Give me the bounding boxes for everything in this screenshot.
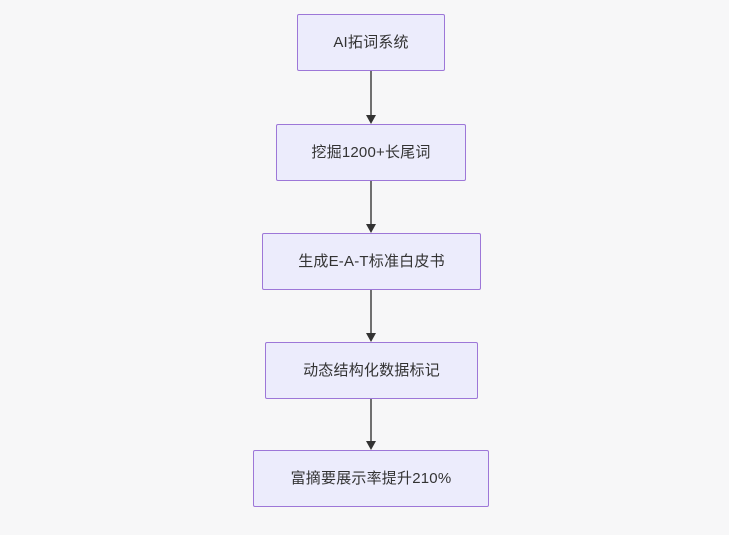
edge-node4-to-node5: [366, 398, 376, 450]
flow-node-generate-eat-whitepaper[interactable]: 生成E-A-T标准白皮书: [262, 233, 481, 290]
edge-node1-to-node2: [366, 71, 376, 124]
flow-node-mine-longtail-keywords[interactable]: 挖掘1200+长尾词: [276, 124, 466, 181]
edge-node2-to-node3: [366, 181, 376, 233]
flow-node-label: 动态结构化数据标记: [303, 361, 440, 379]
flow-node-ai-keyword-system[interactable]: AI拓词系统: [297, 14, 445, 71]
flow-node-label: 富摘要展示率提升210%: [290, 469, 452, 487]
flow-node-dynamic-structured-data-markup[interactable]: 动态结构化数据标记: [265, 342, 478, 399]
flow-node-label: 生成E-A-T标准白皮书: [298, 252, 445, 270]
flow-node-rich-snippet-rate-increase[interactable]: 富摘要展示率提升210%: [253, 450, 489, 507]
edge-node3-to-node4: [366, 290, 376, 342]
flow-node-label: AI拓词系统: [333, 33, 409, 51]
flow-node-label: 挖掘1200+长尾词: [311, 143, 431, 161]
